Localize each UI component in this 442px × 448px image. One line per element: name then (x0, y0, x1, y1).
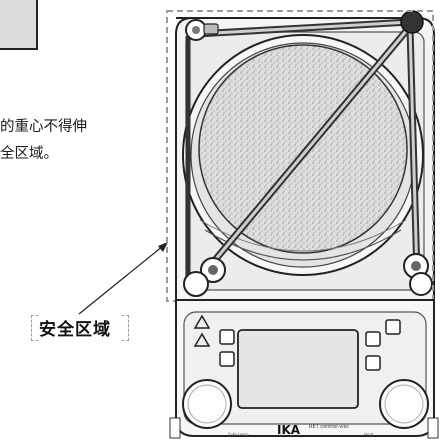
caption-line-2: 全区域。 (0, 146, 58, 162)
safe-zone-label: 安全区域 (39, 320, 111, 340)
label-bracket-right (122, 315, 129, 341)
right-knob-label: Heat (364, 432, 374, 437)
left-knob-label: Safe temp (228, 432, 249, 437)
callout-arrow (78, 242, 168, 315)
control-panel: IKA RET control-visc Safe temp Heat (169, 299, 439, 439)
model-name: RET control-visc (309, 424, 349, 430)
caption-line-1: 的重心不得伸 (0, 119, 87, 135)
label-bracket-left (31, 315, 38, 341)
caption-text: 的重心不得伸 全区域。 (0, 114, 160, 168)
brand-logo: IKA (277, 423, 301, 437)
clamp-joints (183, 10, 433, 297)
safe-zone-outline (166, 10, 434, 302)
gray-tab-box (0, 0, 38, 50)
stand-rods (185, 18, 421, 281)
